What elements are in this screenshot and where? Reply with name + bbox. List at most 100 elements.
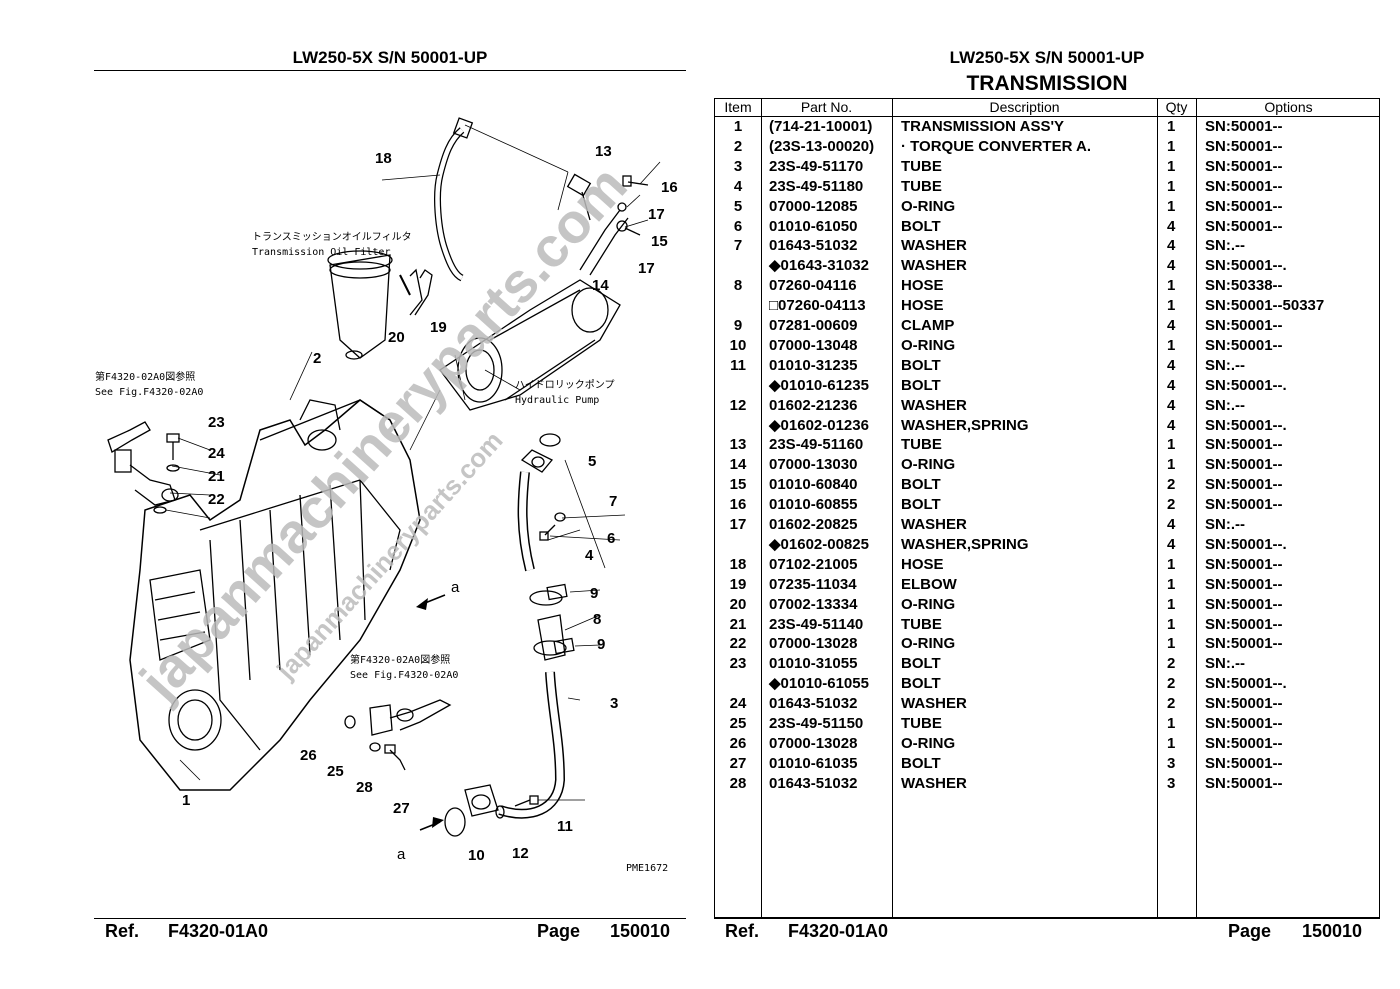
callout-18: 18 bbox=[375, 150, 392, 167]
callout-9a: 9 bbox=[590, 585, 598, 602]
description-cell: TUBE bbox=[901, 157, 942, 175]
part-number-cell: 01010-31235 bbox=[769, 356, 858, 374]
callout-16: 16 bbox=[661, 179, 678, 196]
qty-cell: 1 bbox=[1167, 336, 1176, 354]
part-number-cell: ◆01643-31032 bbox=[769, 257, 869, 275]
qty-cell: 4 bbox=[1167, 516, 1176, 533]
options-cell: SN:50001-- bbox=[1205, 496, 1283, 514]
part-number-cell: (23S-13-00020) bbox=[769, 137, 875, 155]
part-number-cell: 01643-51032 bbox=[769, 774, 858, 792]
callout-20: 20 bbox=[388, 329, 405, 346]
description-cell: ELBOW bbox=[901, 575, 957, 593]
item-cell: 22 bbox=[729, 635, 747, 653]
description-cell: TUBE bbox=[901, 177, 942, 195]
qty-cell: 1 bbox=[1167, 635, 1176, 653]
see-fig-label-en-2: See Fig.F4320-02A0 bbox=[350, 670, 458, 681]
item-cell: 16 bbox=[729, 496, 747, 514]
qty-cell: 4 bbox=[1167, 317, 1176, 334]
description-cell: O-RING bbox=[901, 635, 956, 653]
part-number-cell: 01010-61050 bbox=[769, 217, 858, 235]
left-footer-rule bbox=[94, 918, 686, 919]
part-number-cell: 07000-13028 bbox=[769, 635, 858, 653]
see-fig-label-jp-2: 第F4320-02A0図参照 bbox=[350, 653, 450, 666]
description-cell: O-RING bbox=[901, 595, 956, 613]
see-fig-label-en-1: See Fig.F4320-02A0 bbox=[95, 387, 203, 398]
item-cell: 17 bbox=[729, 516, 747, 533]
callout-17b: 17 bbox=[638, 260, 655, 277]
callout-24: 24 bbox=[208, 445, 225, 462]
callout-22: 22 bbox=[208, 491, 225, 508]
filter-label-en: Transmission Oil Filter bbox=[252, 247, 390, 258]
left-page-value: 150010 bbox=[610, 921, 671, 941]
options-cell: SN:50001-- bbox=[1205, 456, 1283, 474]
description-cell: BOLT bbox=[901, 356, 941, 374]
part-number-cell: 01602-21236 bbox=[769, 396, 858, 414]
options-cell: SN:.-- bbox=[1205, 356, 1245, 374]
qty-cell: 1 bbox=[1167, 436, 1176, 454]
qty-cell: 1 bbox=[1167, 177, 1176, 195]
options-cell: SN:50001--. bbox=[1205, 675, 1287, 693]
callout-5: 5 bbox=[588, 453, 596, 470]
callout-7: 7 bbox=[609, 493, 617, 510]
options-cell: SN:50001-- bbox=[1205, 137, 1283, 155]
part-number-cell: 07002-13334 bbox=[769, 595, 858, 613]
callout-23: 23 bbox=[208, 414, 225, 431]
callout-13: 13 bbox=[595, 143, 612, 160]
callout-14: 14 bbox=[592, 277, 609, 294]
callout-28: 28 bbox=[356, 779, 373, 796]
item-cell: 19 bbox=[729, 575, 747, 593]
description-cell: TUBE bbox=[901, 436, 942, 454]
description-cell: O-RING bbox=[901, 197, 956, 215]
options-cell: SN:50001-- bbox=[1205, 317, 1283, 334]
item-cell: 15 bbox=[729, 476, 747, 494]
description-cell: TUBE bbox=[901, 615, 942, 633]
options-cell: SN:50001--. bbox=[1205, 376, 1287, 394]
item-cell: 12 bbox=[729, 396, 747, 414]
col-header-desc: Description bbox=[989, 99, 1060, 115]
qty-cell: 1 bbox=[1167, 137, 1176, 155]
part-number-cell: 23S-49-51180 bbox=[769, 177, 864, 195]
item-cell: 24 bbox=[729, 695, 747, 713]
qty-cell: 4 bbox=[1167, 217, 1176, 235]
item-cell: 25 bbox=[729, 715, 747, 732]
item-cell: 9 bbox=[733, 317, 743, 334]
description-cell: CLAMP bbox=[901, 317, 955, 334]
part-number-cell: 01010-61035 bbox=[769, 754, 858, 772]
description-cell: TUBE bbox=[901, 715, 942, 732]
options-cell: SN:50001--. bbox=[1205, 416, 1287, 434]
part-number-cell: 07281-00609 bbox=[769, 317, 858, 334]
part-number-cell: ◆01010-61235 bbox=[769, 376, 869, 394]
description-cell: HOSE bbox=[901, 555, 944, 573]
item-cell: 5 bbox=[733, 197, 743, 215]
qty-cell: 1 bbox=[1167, 575, 1176, 593]
options-cell: SN:50001-- bbox=[1205, 774, 1283, 792]
part-number-cell: 01010-60840 bbox=[769, 476, 858, 494]
options-cell: SN:50001-- bbox=[1205, 734, 1283, 752]
description-cell: TRANSMISSION ASS'Y bbox=[901, 118, 1065, 135]
filter-label-jp: トランスミッションオイルフィルタ bbox=[252, 231, 412, 243]
options-cell: SN:50001-- bbox=[1205, 197, 1283, 215]
col-header-part: Part No. bbox=[800, 99, 853, 115]
parts-table: Item Part No. Description Qty Options 1(… bbox=[714, 98, 1380, 918]
options-cell: SN:50001-- bbox=[1205, 177, 1283, 195]
options-cell: SN:50001-- bbox=[1205, 695, 1283, 713]
item-cell: 14 bbox=[729, 456, 747, 474]
part-number-cell: ◆01602-00825 bbox=[769, 535, 869, 553]
left-header-rule bbox=[94, 70, 686, 71]
item-cell: 4 bbox=[733, 177, 743, 195]
callout-27: 27 bbox=[393, 800, 410, 817]
